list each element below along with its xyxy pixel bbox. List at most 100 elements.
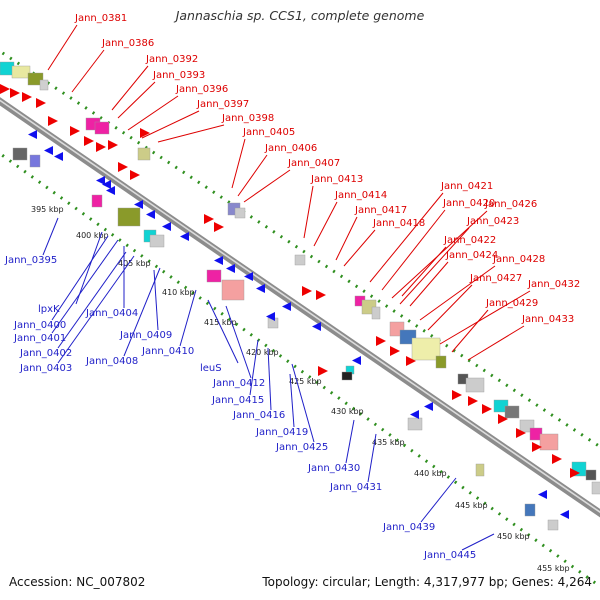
backbone-highlight <box>0 99 600 514</box>
topology-text: Topology: circular; Length: 4,317,977 bp… <box>262 575 592 589</box>
kbp-tick-6: 420 kbp <box>246 348 279 357</box>
gene-arrow-r27 <box>318 366 328 376</box>
top-leader-2 <box>71 49 105 93</box>
kbp-tick-13: 455 kbp <box>537 564 570 573</box>
gene-arrow-b6 <box>146 210 155 219</box>
kbp-tick-4: 410 kbp <box>162 288 195 297</box>
top-leader-11 <box>303 185 314 239</box>
bottom-leader-13 <box>249 339 259 396</box>
gene-box-28 <box>407 417 423 431</box>
top-leader-16 <box>381 209 446 291</box>
gene-arrow-r15 <box>390 346 400 356</box>
gene-box-7 <box>137 147 151 161</box>
gene-arrow-r6 <box>84 136 94 146</box>
gene-arrow-r23 <box>552 454 562 464</box>
gene-arrow-r16 <box>406 356 416 366</box>
bottom-leader-9 <box>123 267 161 357</box>
bottom-label-1: Jann_0395 <box>4 255 57 266</box>
top-leader-14 <box>343 229 376 267</box>
gene-arrow-r14 <box>376 336 386 346</box>
gene-arrow-b19 <box>538 490 547 499</box>
bottom-label-17: Jann_0430 <box>307 463 360 474</box>
gene-arrow-b14 <box>282 302 291 311</box>
gene-box-35 <box>539 433 559 451</box>
gene-arrow-b18 <box>424 402 433 411</box>
bottom-leader-10 <box>179 289 197 347</box>
gene-box-21 <box>371 306 381 320</box>
gene-arrow-b1 <box>44 146 53 155</box>
top-label-6: Jann_0397 <box>196 99 249 110</box>
gene-arrow-b20 <box>560 510 569 519</box>
bottom-label-20: Jann_0445 <box>423 550 476 561</box>
top-label-2: Jann_0386 <box>101 38 154 49</box>
bottom-label-16: Jann_0425 <box>275 442 328 453</box>
top-leader-1 <box>47 24 78 71</box>
top-label-14: Jann_0418 <box>372 218 425 229</box>
gene-box-37 <box>585 469 597 481</box>
kbp-tick-12: 450 kbp <box>497 532 530 541</box>
bottom-label-7: Jann_0403 <box>19 363 72 374</box>
bottom-label-14: Jann_0416 <box>232 410 285 421</box>
backbone-line <box>0 97 600 518</box>
bottom-label-12: Jann_0412 <box>212 378 265 389</box>
gene-box-6 <box>94 121 110 135</box>
kbp-tick-8: 430 kbp <box>331 407 364 416</box>
gene-arrow-r4 <box>48 116 58 126</box>
top-label-4: Jann_0393 <box>152 70 205 81</box>
gene-arrow-r8 <box>118 162 128 172</box>
gene-arrow-r13 <box>316 290 326 300</box>
bottom-label-19: Jann_0439 <box>382 522 435 533</box>
bottom-leader-4 <box>51 239 119 334</box>
top-label-16: Jann_0420 <box>442 198 495 209</box>
top-leader-7 <box>157 124 225 143</box>
gene-box-39 <box>475 463 485 477</box>
bottom-leader-7 <box>57 255 135 364</box>
top-leader-23 <box>439 290 531 345</box>
gene-box-18 <box>294 254 306 266</box>
top-label-21: Jann_0428 <box>492 254 545 265</box>
top-leader-8 <box>231 138 246 189</box>
bottom-leader-3 <box>51 235 109 321</box>
bottom-label-3: Jann_0400 <box>13 320 66 331</box>
top-label-12: Jann_0414 <box>334 190 387 201</box>
gene-arrow-r24 <box>570 468 580 478</box>
top-label-3: Jann_0392 <box>145 54 198 65</box>
bottom-leader-2 <box>75 231 103 305</box>
top-label-11: Jann_0413 <box>310 174 363 185</box>
gene-arrow-b0 <box>28 130 37 139</box>
bottom-leader-12 <box>225 305 252 379</box>
gene-box-32 <box>504 405 520 419</box>
gene-arrow-r19 <box>482 404 492 414</box>
gene-box-24 <box>411 337 441 361</box>
gene-box-15 <box>91 194 103 208</box>
gene-arrow-r17 <box>452 390 462 400</box>
top-label-9: Jann_0406 <box>264 143 317 154</box>
top-label-8: Jann_0405 <box>242 127 295 138</box>
gene-box-38 <box>591 481 600 495</box>
gene-arrow-b15 <box>312 322 321 331</box>
bottom-label-13: Jann_0415 <box>211 395 264 406</box>
kbp-tick-9: 435 kbp <box>372 438 405 447</box>
top-leader-6 <box>141 110 200 139</box>
top-leader-12 <box>313 201 338 247</box>
gene-arrow-r11 <box>214 222 224 232</box>
gene-arrow-b3 <box>96 176 105 185</box>
gene-box-4 <box>39 79 49 91</box>
kbp-tick-7: 425 kbp <box>289 377 322 386</box>
gene-box-14 <box>149 234 165 248</box>
bottom-label-15: Jann_0419 <box>255 427 308 438</box>
top-label-1: Jann_0381 <box>74 13 127 24</box>
gene-arrow-b16 <box>352 356 361 365</box>
bottom-label-5: Jann_0404 <box>85 308 138 319</box>
gene-box-12 <box>117 207 141 227</box>
gene-arrow-b12 <box>256 284 265 293</box>
gene-arrow-r12 <box>302 286 312 296</box>
map-title: Jannaschia sp. CCS1, complete genome <box>175 8 425 23</box>
top-label-23: Jann_0432 <box>527 279 580 290</box>
top-leader-19 <box>401 246 447 297</box>
top-label-17: Jann_0426 <box>484 199 537 210</box>
gene-box-16 <box>206 269 222 283</box>
gene-arrow-b5 <box>134 200 143 209</box>
gene-box-3 <box>27 72 44 86</box>
